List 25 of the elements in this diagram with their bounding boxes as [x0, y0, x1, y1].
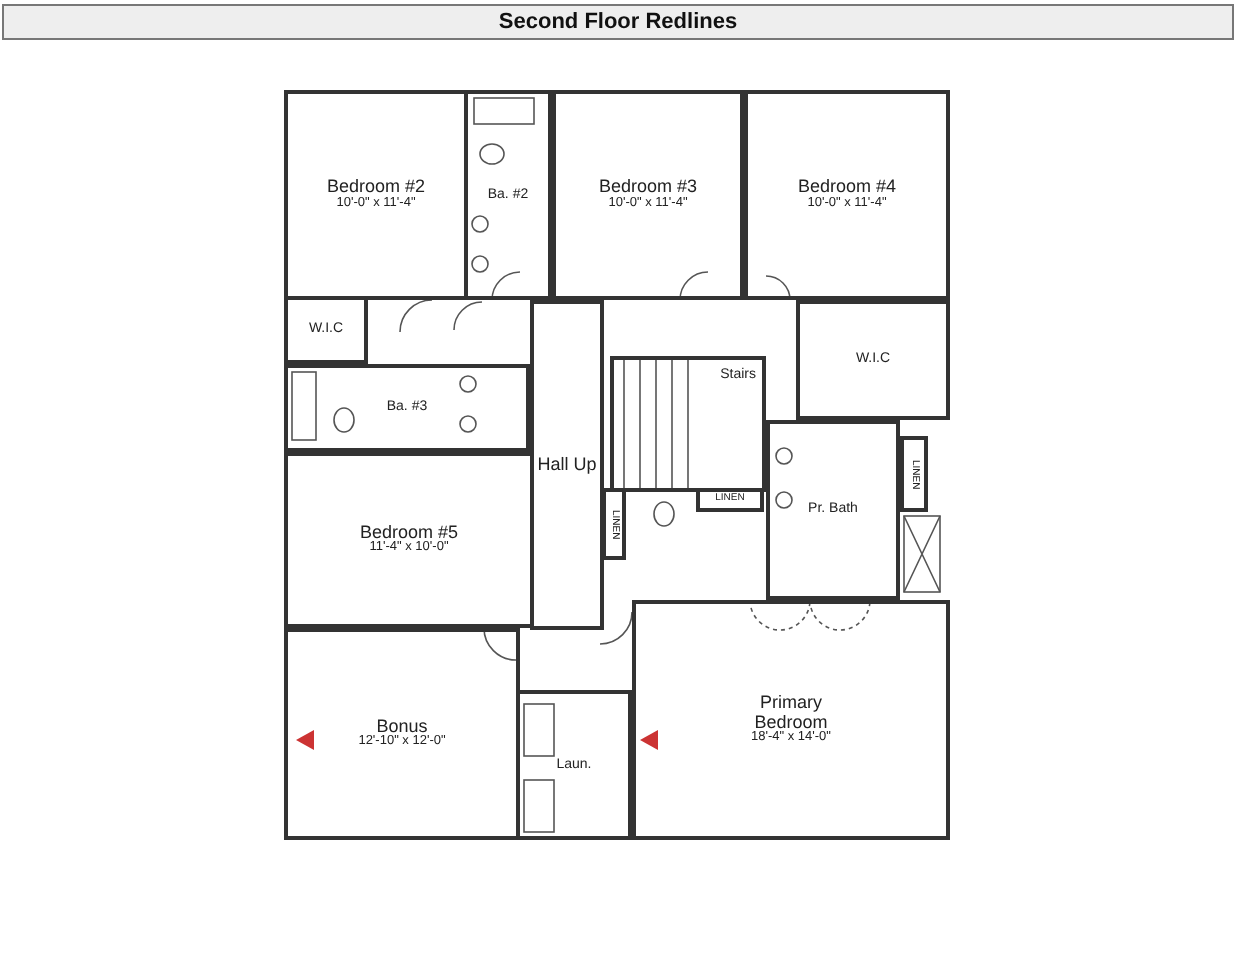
room-outline: [284, 90, 468, 300]
room-name: Hall Up: [537, 455, 597, 475]
room-outline: [516, 690, 632, 840]
room-name: Bedroom #2: [326, 178, 426, 197]
room-outline: [796, 300, 950, 420]
room-outline: [602, 488, 626, 560]
room-outline: [610, 356, 766, 492]
room-outline: [284, 364, 530, 452]
room-outline: [766, 420, 900, 600]
room-outline: [530, 300, 604, 630]
room-name: Primary Bedroom: [754, 694, 828, 732]
room-outline: [284, 296, 368, 364]
room-outline: [284, 628, 520, 840]
room-outline: [632, 600, 950, 840]
room-outline: [900, 436, 928, 512]
room-name: Bedroom #5: [359, 523, 459, 542]
room-name: Bedroom #4: [797, 178, 897, 197]
room-name: Bonus: [376, 717, 428, 736]
room-name: Bedroom #3: [598, 178, 698, 197]
room-outline: [744, 90, 950, 300]
room-outline: [284, 452, 534, 628]
room-outline: [464, 90, 552, 300]
room-outline: [552, 90, 744, 300]
room-outline: [696, 488, 764, 512]
title-bar: Second Floor Redlines: [2, 4, 1234, 40]
